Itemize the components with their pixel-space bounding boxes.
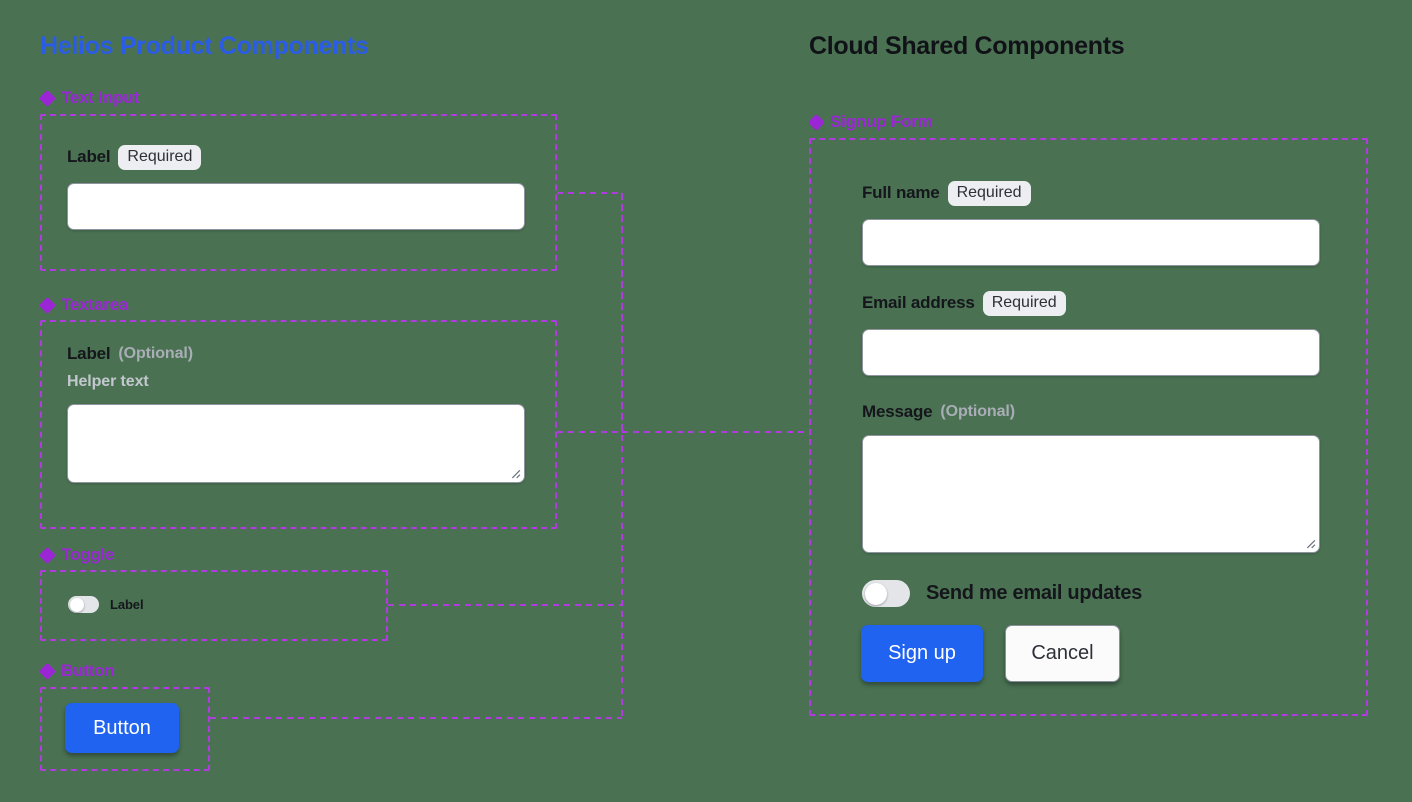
field-label-row: Email address Required: [862, 291, 1320, 316]
toggle-label: Label: [110, 597, 144, 612]
optional-tag: (Optional): [118, 345, 193, 362]
field-label: Message: [862, 402, 933, 421]
section-label-text: Toggle: [61, 545, 115, 564]
section-label-textarea: Textarea: [40, 295, 128, 315]
section-box-toggle: [40, 570, 388, 641]
section-label-text-input: Text Input: [40, 88, 139, 108]
field-full-name: Full name Required: [862, 181, 1320, 266]
section-label-text: Button: [61, 661, 115, 680]
field-label: Label: [67, 344, 111, 363]
field-textarea: Label (Optional) Helper text: [67, 344, 525, 483]
field-email-updates-toggle: Send me email updates: [862, 580, 1142, 607]
field-label: Label: [67, 147, 111, 167]
cancel-button[interactable]: Cancel: [1005, 625, 1120, 682]
section-box-signup-form: [809, 138, 1368, 716]
message-textarea[interactable]: [862, 435, 1320, 553]
diamond-icon: [40, 297, 55, 313]
resize-grip-icon[interactable]: [508, 466, 521, 479]
field-label-row: Message (Optional): [862, 402, 1320, 422]
required-badge: Required: [982, 291, 1066, 316]
textarea-field[interactable]: [67, 404, 525, 483]
toggle-knob: [865, 582, 887, 605]
connector-text-input: [557, 192, 623, 432]
section-box-textarea: [40, 320, 557, 529]
diamond-icon: [40, 663, 55, 679]
right-column-title: Cloud Shared Components: [809, 32, 1125, 60]
full-name-input[interactable]: [862, 218, 1320, 266]
optional-tag: (Optional): [940, 403, 1015, 420]
field-text-input: Label Required: [67, 145, 525, 230]
required-badge: Required: [118, 145, 202, 170]
section-label-toggle: Toggle: [40, 545, 114, 565]
diamond-icon: [40, 547, 55, 563]
required-badge: Required: [947, 181, 1031, 206]
field-label-row: Full name Required: [862, 181, 1320, 206]
field-label-row: Label Required: [67, 145, 525, 170]
field-label: Full name: [862, 183, 940, 203]
email-updates-toggle[interactable]: [862, 580, 910, 607]
sign-up-button[interactable]: Sign up: [861, 625, 983, 682]
section-label-text: Textarea: [61, 295, 129, 314]
section-label-signup-form: Signup Form: [809, 112, 933, 132]
email-input[interactable]: [862, 328, 1320, 376]
demo-button[interactable]: Button: [65, 703, 179, 753]
diamond-icon: [40, 90, 55, 106]
section-label-text: Signup Form: [830, 112, 933, 131]
field-message: Message (Optional): [862, 402, 1320, 553]
resize-grip-icon[interactable]: [1303, 536, 1316, 549]
helper-text: Helper text: [67, 373, 149, 390]
toggle-knob: [70, 597, 84, 612]
toggle-switch[interactable]: [68, 596, 99, 613]
section-label-text: Text Input: [61, 88, 139, 107]
field-toggle: Label: [68, 596, 144, 613]
section-box-text-input: [40, 114, 557, 271]
text-input-field[interactable]: [67, 182, 525, 230]
email-updates-label: Send me email updates: [926, 582, 1142, 604]
diamond-icon: [809, 114, 824, 130]
section-box-button: [40, 687, 210, 771]
field-label: Email address: [862, 293, 975, 313]
field-label-row: Label (Optional): [67, 344, 525, 364]
field-email-address: Email address Required: [862, 291, 1320, 376]
section-label-button: Button: [40, 661, 115, 681]
left-column-title: Helios Product Components: [40, 32, 369, 60]
